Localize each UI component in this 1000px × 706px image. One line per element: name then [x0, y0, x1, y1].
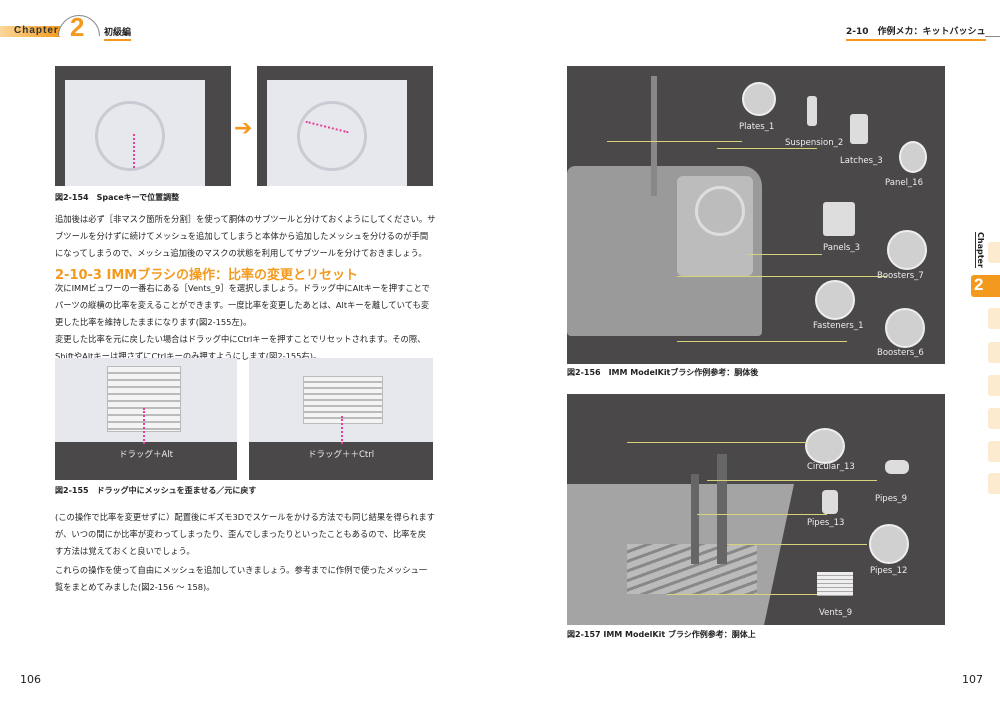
- chapter-label: Chapter: [14, 25, 59, 36]
- label-pipes-9: Pipes_9: [875, 494, 908, 504]
- label-panel-16: Panel_16: [885, 178, 923, 188]
- divider: [985, 36, 1000, 37]
- arrow-right-icon: ➔: [234, 116, 253, 141]
- label-latches-3: Latches_3: [840, 156, 883, 166]
- drag-ctrl-label: ドラッグ＋＋Ctrl: [307, 450, 375, 460]
- label-vents-9: Vents_9: [819, 608, 853, 618]
- chapter-tab-5[interactable]: [988, 375, 1000, 396]
- figure-154-left: [55, 66, 231, 186]
- label-panels-3: Panels_3: [823, 243, 861, 253]
- figure-156-caption: 図2-156 IMM ModelKitブラシ作例参考：胴体後: [567, 368, 759, 377]
- section-heading: 2-10-3 IMMブラシの操作：比率の変更とリセット: [55, 268, 358, 283]
- paragraph-2: 次にIMMビュワーの一番右にある［Vents_9］を選択しましょう。ドラッグ中に…: [55, 283, 430, 361]
- chapter-tab-3[interactable]: [988, 308, 1000, 329]
- chapter-tab-current[interactable]: 2: [971, 275, 1000, 297]
- chapter-tab-8[interactable]: [988, 473, 1000, 494]
- label-suspension-2: Suspension_2: [785, 138, 844, 148]
- section-title: 2-10 作例メカ：キットバッシュ: [846, 24, 986, 41]
- chapter-tab-6[interactable]: [988, 408, 1000, 429]
- paragraph-1: 追加後は必ず［非マスク箇所を分割］を使って胴体のサブツールと分けておくようにして…: [55, 214, 436, 258]
- level-label: 初級編: [104, 25, 132, 41]
- figure-157: Circular_13 Pipes_9 Pipes_13 Pipes_12 Ve…: [567, 394, 945, 625]
- paragraph-3: (この操作で比率を変更せずに）配置後にギズモ3Dでスケールをかける方法でも同じ結…: [55, 512, 435, 556]
- figure-154-right: [257, 66, 433, 186]
- chapter-bar: [0, 26, 60, 37]
- label-pipes-12: Pipes_12: [870, 566, 908, 576]
- label-plates-1: Plates_1: [739, 122, 775, 132]
- label-fasteners-1: Fasteners_1: [813, 321, 864, 331]
- chapter-number: 2: [70, 12, 85, 42]
- figure-154-caption: 図2-154 Spaceキーで位置調整: [55, 193, 180, 202]
- page-number-left: 106: [20, 673, 41, 686]
- label-boosters-7: Boosters_7: [877, 271, 924, 281]
- figure-155-left: ドラッグ＋Alt: [55, 358, 237, 480]
- label-circular-13: Circular_13: [807, 462, 855, 472]
- page-number-right: 107: [962, 673, 983, 686]
- figure-157-caption: 図2-157 IMM ModelKit ブラシ作例参考：胴体上: [567, 630, 756, 639]
- chapter-tab-1[interactable]: [988, 242, 1000, 263]
- figure-156: Plates_1 Suspension_2 Latches_3 Panel_16…: [567, 66, 945, 364]
- figure-155-right: ドラッグ＋＋Ctrl: [249, 358, 433, 480]
- chapter-tab-7[interactable]: [988, 441, 1000, 462]
- label-pipes-13: Pipes_13: [807, 518, 845, 528]
- side-chapter-label: Chapter: [975, 232, 985, 268]
- drag-alt-label: ドラッグ＋Alt: [118, 450, 173, 460]
- figure-155-caption: 図2-155 ドラッグ中にメッシュを歪ませる／元に戻す: [55, 486, 257, 495]
- label-boosters-6: Boosters_6: [877, 348, 924, 358]
- chapter-tab-4[interactable]: [988, 342, 1000, 363]
- paragraph-4: これらの操作を使って自由にメッシュを追加していきましょう。参考までに作例で使った…: [55, 565, 428, 592]
